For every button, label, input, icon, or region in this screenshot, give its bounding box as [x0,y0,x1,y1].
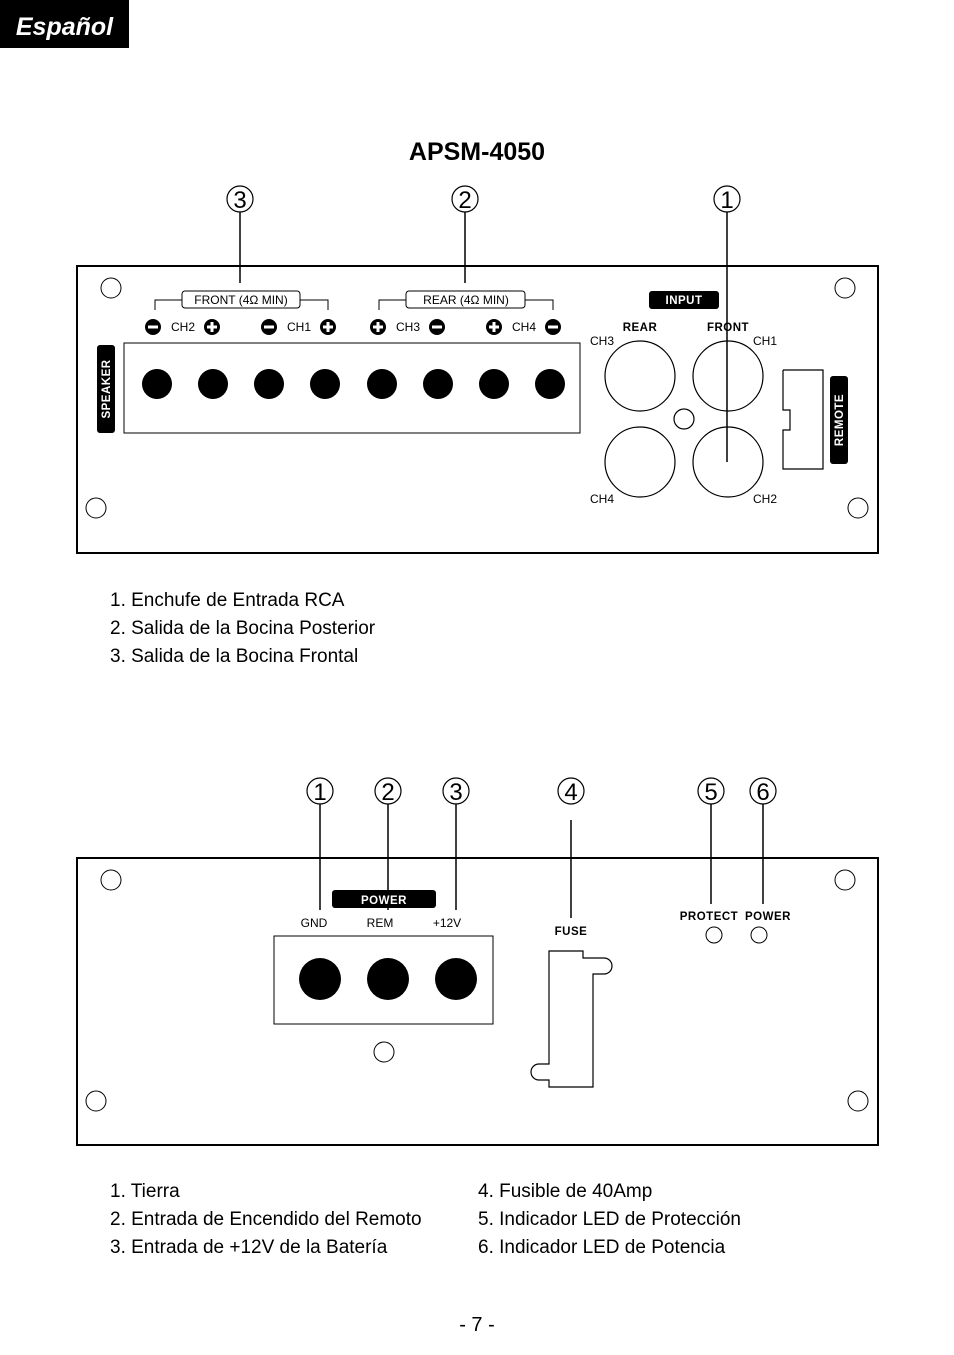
power-panel-diagram: 1 2 3 4 5 6 POWER GND REM +12V [76,777,879,1146]
speaker-badge [97,345,115,433]
legend-item: 6. Indicador LED de Potencia [478,1237,726,1258]
legend-panel1: 1. Enchufe de Entrada RCA 2. Salida de l… [110,587,375,671]
callout-3: 3 [442,777,470,910]
legend-panel2-left: 1. Tierra 2. Entrada de Encendido del Re… [110,1178,422,1262]
model-title: APSM-4050 [408,138,546,166]
callout-3: 3 [226,185,254,283]
minus-icon [145,319,161,335]
legend-panel2-right: 4. Fusible de 40Amp 5. Indicador LED de … [478,1178,741,1262]
legend-item: 1. Enchufe de Entrada RCA [110,590,345,611]
svg-text:6: 6 [756,779,769,806]
speaker-input-panel-diagram: 3 2 1 FRONT (4Ω MIN) REAR (4Ω MIN) [76,185,879,554]
plus-icon [320,319,336,335]
speaker-badge-label: SPEAKER [101,359,113,418]
channel-label-ch4: CH4 [512,320,536,334]
fuse-label: FUSE [555,926,588,938]
remote-badge-label: REMOTE [834,394,846,446]
svg-text:1: 1 [720,187,733,214]
legend-item: 3. Salida de la Bocina Frontal [110,646,359,667]
speaker-terminals [142,369,565,399]
plus-icon [370,319,386,335]
front-bracket [154,290,329,310]
channel-label-ch1: CH1 [287,320,311,334]
svg-text:3: 3 [233,187,246,214]
legend-item: 4. Fusible de 40Amp [478,1181,653,1202]
rear-label: REAR (4Ω MIN) [423,293,509,307]
led-indicators [705,926,768,944]
plus-icon [486,319,502,335]
front-label: FRONT (4Ω MIN) [194,293,287,307]
rear-bracket [378,290,554,310]
channel-label-ch3: CH3 [396,320,420,334]
input-badge [649,291,719,309]
terminal-label-rem: REM [367,916,394,930]
svg-text:1: 1 [313,779,326,806]
svg-text:2: 2 [458,187,471,214]
terminal-label-gnd: GND [301,916,328,930]
callout-5: 5 [697,777,725,904]
panel-outline [76,857,879,1146]
minus-icon [545,319,561,335]
power-led-label: POWER [745,911,791,923]
callout-4: 4 [557,777,585,918]
legend-item: 2. Entrada de Encendido del Remoto [110,1209,422,1230]
legend-item: 2. Salida de la Bocina Posterior [110,618,376,639]
channel-label-ch2: CH2 [171,320,195,334]
power-terminal-block [273,935,494,1025]
rca-label-ch2: CH2 [753,492,777,506]
mounting-holes [85,869,869,1112]
protect-label: PROTECT [680,911,738,923]
callout-2: 2 [451,185,479,283]
page-number: - 7 - [459,1314,495,1336]
callout-6: 6 [749,777,777,904]
rca-label-ch4: CH4 [590,492,614,506]
minus-icon [261,319,277,335]
input-badge-label: INPUT [666,295,703,307]
callout-1: 1 [713,185,741,462]
mounting-holes [85,277,869,519]
rear-input-label: REAR [623,322,658,334]
speaker-terminal-block [123,342,581,434]
callout-1: 1 [306,777,334,910]
panel-outline [76,265,879,554]
polarity-symbols [145,319,561,335]
legend-item: 5. Indicador LED de Protección [478,1209,741,1230]
power-badge [332,890,436,908]
remote-connector [782,369,824,470]
remote-badge [830,376,848,464]
svg-text:4: 4 [564,779,577,806]
rca-jacks [604,340,764,498]
power-terminals [299,958,477,1000]
plus-icon [204,319,220,335]
rca-label-ch1: CH1 [753,334,777,348]
language-tab: Español [0,0,129,48]
rca-label-ch3: CH3 [590,334,614,348]
power-badge-label: POWER [361,895,407,907]
svg-text:2: 2 [381,779,394,806]
front-input-label: FRONT [707,322,749,334]
svg-text:5: 5 [704,779,717,806]
terminal-label-12v: +12V [433,916,461,930]
svg-text:3: 3 [449,779,462,806]
legend-item: 1. Tierra [110,1181,180,1202]
fuse-holder [530,950,613,1088]
legend-item: 3. Entrada de +12V de la Batería [110,1237,388,1258]
minus-icon [429,319,445,335]
